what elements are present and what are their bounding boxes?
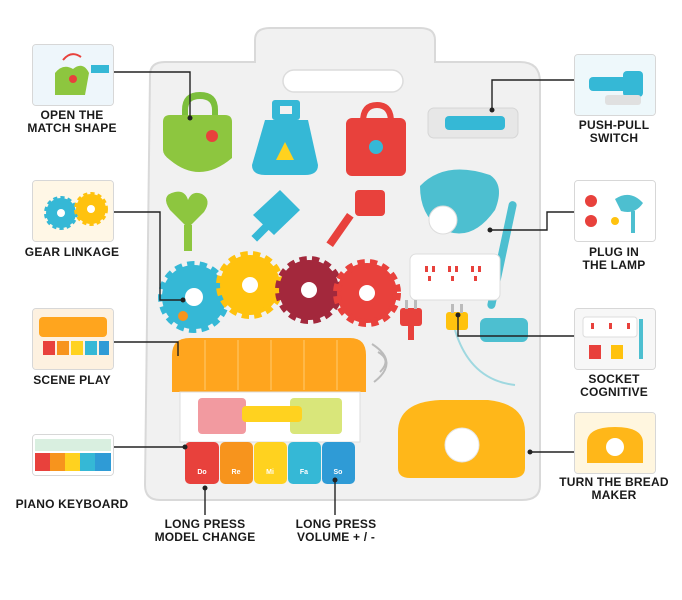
thumb-bread-maker: [574, 412, 656, 474]
thumb-gear-linkage: [32, 180, 114, 242]
leader-dots: [180, 107, 533, 491]
piano-key-mi-label: Mi: [266, 469, 274, 476]
callout-piano-keyboard: PIANO KEYBOARD: [15, 497, 129, 511]
yellow-plug[interactable]: [446, 304, 468, 330]
scene-house[interactable]: [172, 338, 366, 443]
piano-key-re: [220, 442, 253, 484]
piano-key-mi: [254, 442, 287, 484]
speaker-waves: [371, 343, 388, 383]
red-lock[interactable]: [346, 102, 406, 176]
thumb-piano-keyboard: [32, 434, 114, 476]
piano-key-fa: [288, 442, 321, 484]
blue-triangle-lock[interactable]: [252, 100, 318, 175]
socket-panel[interactable]: [409, 253, 501, 301]
thumb-push-pull: [574, 54, 656, 116]
thumb-socket: [574, 308, 656, 370]
gear-maroon[interactable]: [275, 256, 343, 324]
red-key[interactable]: [326, 190, 385, 248]
callout-gear-linkage: GEAR LINKAGE: [24, 245, 120, 259]
callout-scene-play: SCENE PLAY: [33, 373, 111, 387]
thumb-plug-lamp: [574, 180, 656, 242]
piano-key-so-label: So: [334, 469, 343, 476]
piano-key-fa-label: Fa: [300, 469, 308, 476]
green-heart-lock[interactable]: [163, 92, 232, 173]
piano-key-do-label: Do: [197, 469, 206, 476]
piano-keyboard[interactable]: Do Re Mi Fa So: [185, 442, 355, 484]
gear-yellow[interactable]: [216, 251, 284, 319]
push-pull-switch[interactable]: [427, 107, 519, 139]
gear-blue[interactable]: [158, 261, 230, 333]
red-plug[interactable]: [400, 300, 422, 340]
piano-key-do: [185, 442, 219, 484]
gear-red[interactable]: [333, 259, 401, 327]
piano-key-re-label: Re: [232, 469, 241, 476]
green-heart-key[interactable]: [166, 191, 208, 251]
thumb-match-shape: [32, 44, 114, 106]
thumb-scene-play: [32, 308, 114, 370]
bread-maker[interactable]: [398, 400, 525, 478]
leader-lines: [112, 71, 574, 515]
blue-triangle-key[interactable]: [251, 190, 300, 242]
piano-key-so: [322, 442, 355, 484]
